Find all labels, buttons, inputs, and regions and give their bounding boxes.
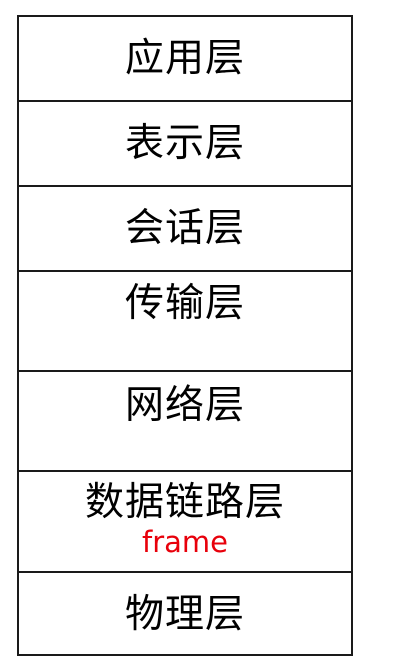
layer-physical: 物理层 xyxy=(19,573,351,656)
layer-data-link: 数据链路层 frame xyxy=(19,472,351,573)
layer-label: 会话层 xyxy=(124,206,245,251)
layer-label: 数据链路层 xyxy=(84,480,285,525)
layer-label: 表示层 xyxy=(124,121,245,166)
frame-annotation: frame xyxy=(142,525,228,559)
layer-label: 传输层 xyxy=(124,281,245,326)
layer-network: 网络层 xyxy=(19,372,351,472)
layer-transport: 传输层 xyxy=(19,272,351,372)
layer-label: 物理层 xyxy=(124,592,245,637)
osi-layer-stack: 应用层 表示层 会话层 传输层 网络层 数据链路层 frame 物理层 xyxy=(17,15,353,656)
layer-session: 会话层 xyxy=(19,187,351,272)
layer-label: 应用层 xyxy=(124,36,245,81)
layer-presentation: 表示层 xyxy=(19,102,351,187)
layer-label: 网络层 xyxy=(124,383,245,428)
layer-application: 应用层 xyxy=(19,17,351,102)
